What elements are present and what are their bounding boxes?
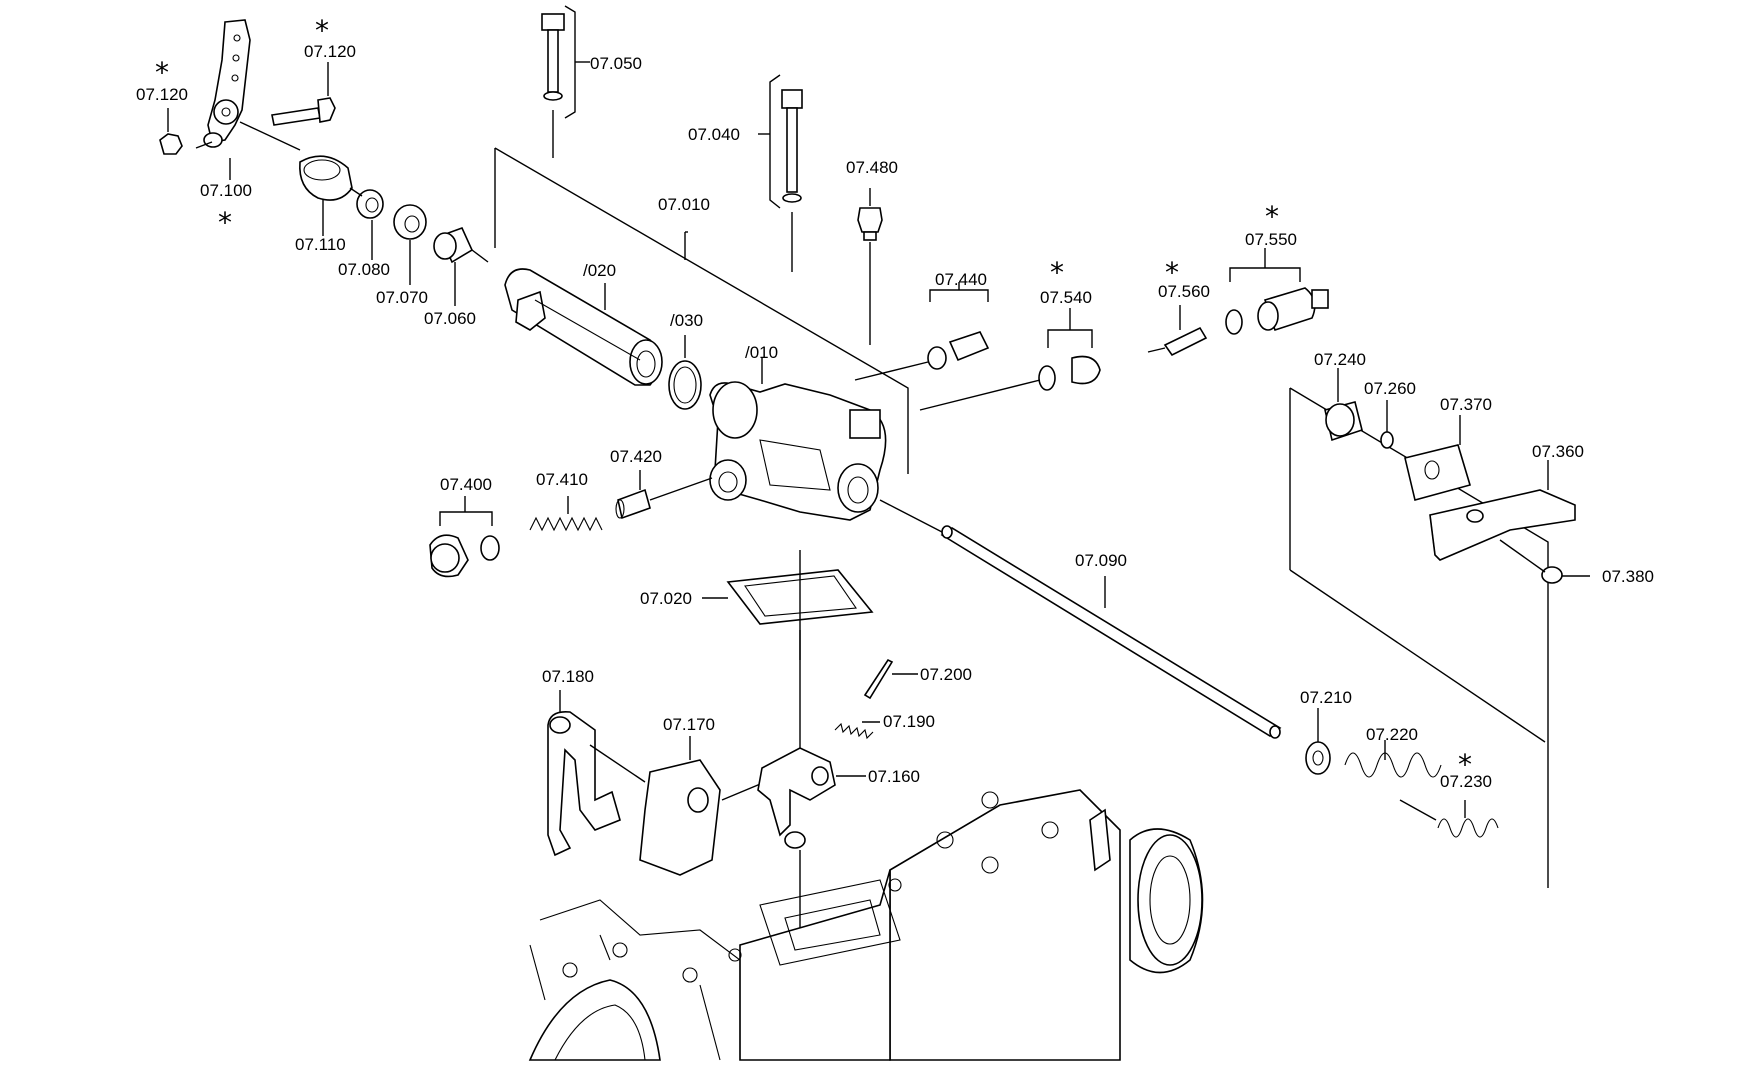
selector-07160 bbox=[757, 747, 866, 930]
bolt-07040 bbox=[758, 74, 803, 272]
spring-07190 bbox=[834, 658, 918, 740]
label-07050: 07.050 bbox=[590, 54, 642, 73]
shaft-07090 bbox=[879, 499, 1282, 739]
label-07480: 07.480 bbox=[846, 158, 898, 177]
label-07540: 07.540 bbox=[1040, 288, 1092, 307]
label-07110: 07.110 bbox=[295, 235, 346, 254]
label-07060: 07.060 bbox=[424, 309, 476, 328]
sensor-07440 bbox=[854, 282, 990, 381]
cylinder-020 bbox=[504, 268, 663, 386]
label-07260: 07.260 bbox=[1364, 379, 1416, 398]
label-07170: 07.170 bbox=[663, 715, 715, 734]
label-07400: 07.400 bbox=[440, 475, 492, 494]
label-07020: 07.020 bbox=[640, 589, 692, 608]
label-07410: 07.410 bbox=[536, 470, 588, 489]
label-07040: 07.040 bbox=[688, 125, 740, 144]
asterisk-marker: * bbox=[1165, 256, 1179, 289]
label-07230: 07.230 bbox=[1440, 772, 1492, 791]
fork-07180 bbox=[547, 690, 646, 857]
breather-07480 bbox=[857, 188, 883, 345]
bolt-07050 bbox=[541, 5, 590, 158]
asterisk-marker: * bbox=[1265, 200, 1279, 233]
label-07220: 07.220 bbox=[1366, 725, 1418, 744]
block-07170 bbox=[639, 736, 766, 876]
label-07200: 07.200 bbox=[920, 665, 972, 684]
cover-group-07370 bbox=[1324, 368, 1590, 584]
label-07120-top: 07.120 bbox=[304, 42, 356, 61]
asterisk-marker: * bbox=[1050, 256, 1064, 289]
label-020: /020 bbox=[583, 261, 616, 280]
label-07090: 07.090 bbox=[1075, 551, 1127, 570]
housing-010 bbox=[709, 358, 887, 521]
label-07360: 07.360 bbox=[1532, 442, 1584, 461]
label-07550: 07.550 bbox=[1245, 230, 1297, 249]
label-07380: 07.380 bbox=[1602, 567, 1654, 586]
label-07180: 07.180 bbox=[542, 667, 594, 686]
asterisk-marker: * bbox=[155, 56, 169, 89]
label-07420: 07.420 bbox=[610, 447, 662, 466]
detent-group-07400 bbox=[429, 470, 713, 578]
label-07160: 07.160 bbox=[868, 767, 920, 786]
spring-set-07220 bbox=[1305, 708, 1499, 838]
label-07370: 07.370 bbox=[1440, 395, 1492, 414]
label-07070: 07.070 bbox=[376, 288, 428, 307]
gearbox-housing bbox=[528, 789, 1204, 1061]
plug-07540 bbox=[919, 308, 1101, 411]
gasket-07020 bbox=[702, 550, 874, 750]
label-07100: 07.100 bbox=[200, 181, 252, 200]
asterisk-marker: * bbox=[315, 14, 329, 47]
label-07080: 07.080 bbox=[338, 260, 390, 279]
shift-lever-group bbox=[159, 19, 489, 264]
label-07560: 07.560 bbox=[1158, 282, 1210, 301]
asterisk-marker: * bbox=[218, 206, 232, 239]
label-07440: 07.440 bbox=[935, 270, 987, 289]
label-07210: 07.210 bbox=[1300, 688, 1352, 707]
label-07120-left: 07.120 bbox=[136, 85, 188, 104]
asterisk-marker: * bbox=[1458, 748, 1472, 781]
label-07010: 07.010 bbox=[658, 195, 710, 214]
switch-07550 bbox=[1147, 248, 1329, 357]
label-010: /010 bbox=[745, 343, 778, 362]
label-030: /030 bbox=[670, 311, 703, 330]
label-07190: 07.190 bbox=[883, 712, 935, 731]
label-07240: 07.240 bbox=[1314, 350, 1366, 369]
